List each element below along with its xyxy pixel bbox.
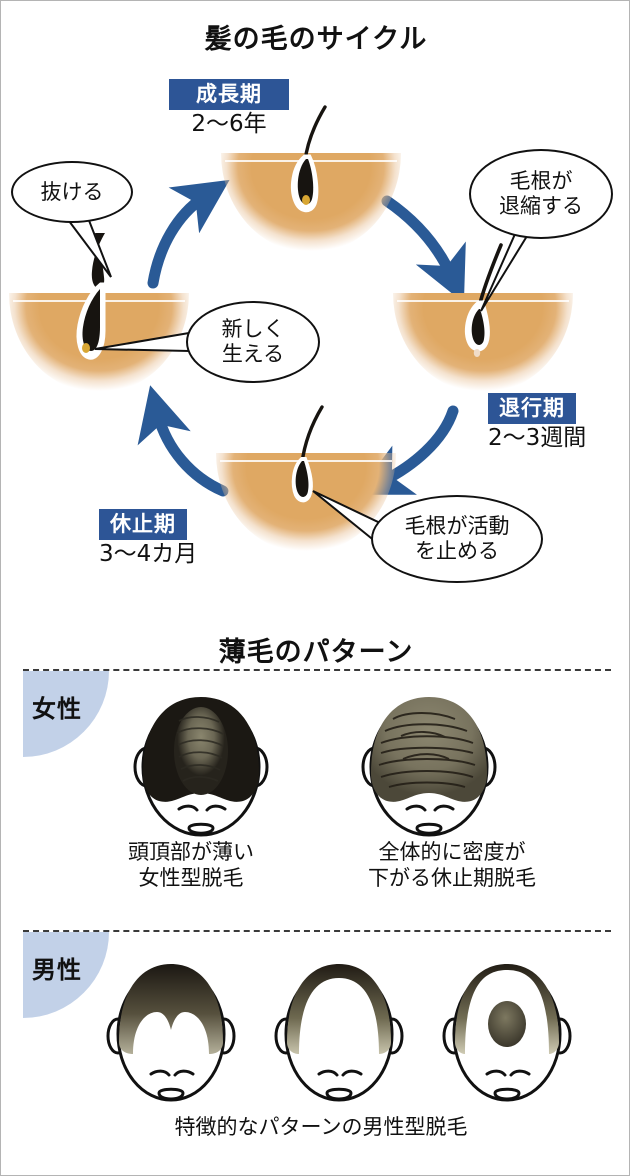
follicle-catagen (464, 243, 503, 357)
female-head-diffuse-thinning (361, 697, 497, 837)
male-head-crown-spot (442, 964, 572, 1102)
bubble-regrow-text: 新しく 生える (221, 317, 285, 366)
bubble-shrink-text: 毛根が 退縮する (499, 169, 583, 218)
bubble-stop: 毛根が活動 を止める (371, 495, 543, 583)
female-head-crown-thinning (133, 697, 269, 837)
pattern-section-title: 薄毛のパターン (218, 637, 414, 668)
gender-badge-male-label: 男性 (32, 956, 82, 984)
divider-female (23, 669, 611, 671)
arrow-exogen-to-anagen (147, 179, 230, 289)
bubble-shrink: 毛根が 退縮する (469, 149, 613, 239)
follicle-anagen (290, 105, 327, 213)
phase-catagen-duration: 2〜3週間 (488, 425, 587, 452)
male-head-m-shape-recession (106, 964, 236, 1102)
bubble-stop-text: 毛根が活動 を止める (404, 514, 510, 563)
follicle-telogen (291, 405, 324, 503)
bubble-shed: 抜ける (11, 161, 133, 223)
phase-telogen-duration: 3〜4カ月 (99, 541, 198, 568)
phase-telogen-badge: 休止期 (99, 509, 187, 541)
gender-badge-female-label: 女性 (32, 695, 82, 723)
phase-anagen: 成長期 2〜6年 (169, 79, 289, 137)
female-caption-1: 頭頂部が薄い 女性型脱毛 (128, 840, 254, 891)
phase-catagen-badge: 退行期 (488, 393, 576, 425)
bubble-shed-text: 抜ける (40, 179, 104, 204)
phase-catagen: 退行期 2〜3週間 (488, 393, 628, 451)
phase-anagen-duration: 2〜6年 (191, 111, 267, 138)
gender-badge-female: 女性 (23, 671, 109, 757)
arrow-telogen-to-exogen (137, 385, 229, 497)
phase-telogen: 休止期 3〜4カ月 (99, 509, 249, 567)
bubble-tail-regrow (94, 331, 190, 353)
skin-patch-anagen (221, 105, 401, 253)
skin-patch-catagen (393, 243, 573, 393)
skin-patch-telogen (216, 405, 396, 553)
female-caption-2: 全体的に密度が 下がる休止期脱毛 (368, 840, 536, 891)
bubble-regrow: 新しく 生える (186, 301, 320, 383)
cycle-section-title: 髪の毛のサイクル (204, 24, 428, 55)
gender-badge-male: 男性 (23, 932, 109, 1018)
male-head-receded-hairline (274, 964, 404, 1102)
phase-anagen-badge: 成長期 (169, 79, 289, 111)
male-caption: 特徴的なパターンの男性型脱毛 (174, 1115, 468, 1139)
divider-male (23, 930, 611, 932)
